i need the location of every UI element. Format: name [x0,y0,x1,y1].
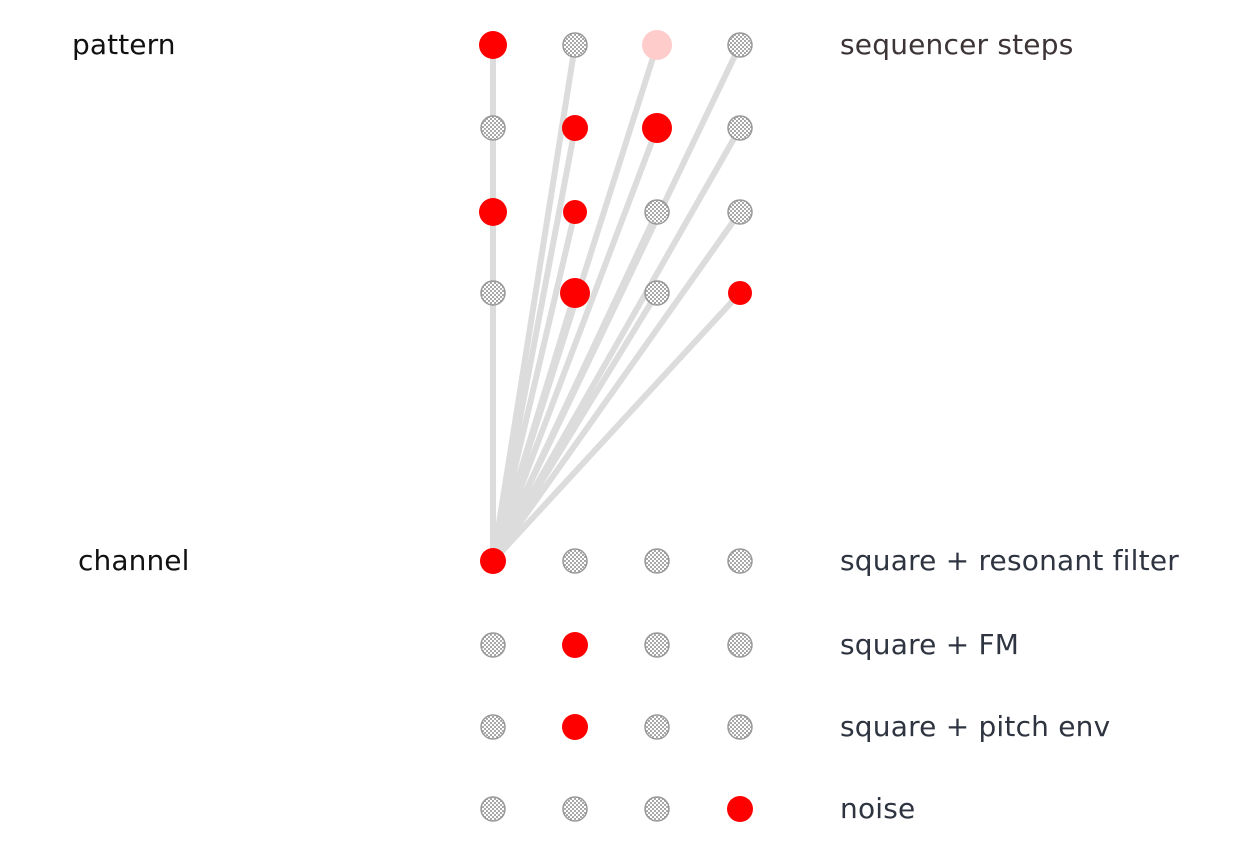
row-label-square-pitch-env: square + pitch env [840,710,1111,743]
channel-node-active[interactable] [727,796,753,822]
row-label-square-resonant-filter: square + resonant filter [840,544,1179,577]
pattern-node-inactive[interactable] [562,32,588,58]
group-label-channel: channel [78,544,190,577]
pattern-node-inactive[interactable] [480,115,506,141]
row-label-square-fm: square + FM [840,628,1020,661]
pattern-node-active[interactable] [479,31,507,59]
pattern-node-active[interactable] [560,278,590,308]
graph-edge [490,292,578,562]
graph-edge [490,211,578,562]
pattern-node-active[interactable] [562,115,588,141]
channel-node-inactive[interactable] [644,632,670,658]
graph-edge [490,126,660,563]
channel-node-inactive[interactable] [480,714,506,740]
graph-edge [490,210,660,563]
pattern-node-active[interactable] [642,113,672,143]
channel-node-inactive[interactable] [644,548,670,574]
group-label-pattern: pattern [72,28,176,61]
graph-edge [490,291,660,563]
pattern-node-inactive[interactable] [727,199,753,225]
pattern-node-inactive[interactable] [727,115,753,141]
edges-layer [490,43,743,564]
channel-node-inactive[interactable] [480,632,506,658]
channel-node-inactive[interactable] [480,796,506,822]
pattern-node-inactive[interactable] [644,280,670,306]
channel-node-inactive[interactable] [727,548,753,574]
channel-node-inactive[interactable] [644,796,670,822]
graph-edge [490,290,743,564]
pattern-node-inactive[interactable] [727,32,753,58]
row-label-sequencer-steps: sequencer steps [840,28,1074,61]
graph-edge [490,210,743,563]
pattern-node-active[interactable] [728,281,752,305]
pattern-node-highlight[interactable] [642,30,672,60]
pattern-node-inactive[interactable] [644,199,670,225]
channel-node-active[interactable] [480,548,506,574]
row-label-noise: noise [840,792,916,825]
pattern-node-active[interactable] [563,200,587,224]
pattern-node-inactive[interactable] [480,280,506,306]
channel-node-inactive[interactable] [562,548,588,574]
pattern-node-active[interactable] [479,198,507,226]
channel-node-inactive[interactable] [562,796,588,822]
channel-node-active[interactable] [562,632,588,658]
channel-node-inactive[interactable] [727,632,753,658]
channel-node-inactive[interactable] [644,714,670,740]
nodes-layer [479,30,753,822]
channel-node-active[interactable] [562,714,588,740]
graph-edge [490,127,578,562]
channel-node-inactive[interactable] [727,714,753,740]
